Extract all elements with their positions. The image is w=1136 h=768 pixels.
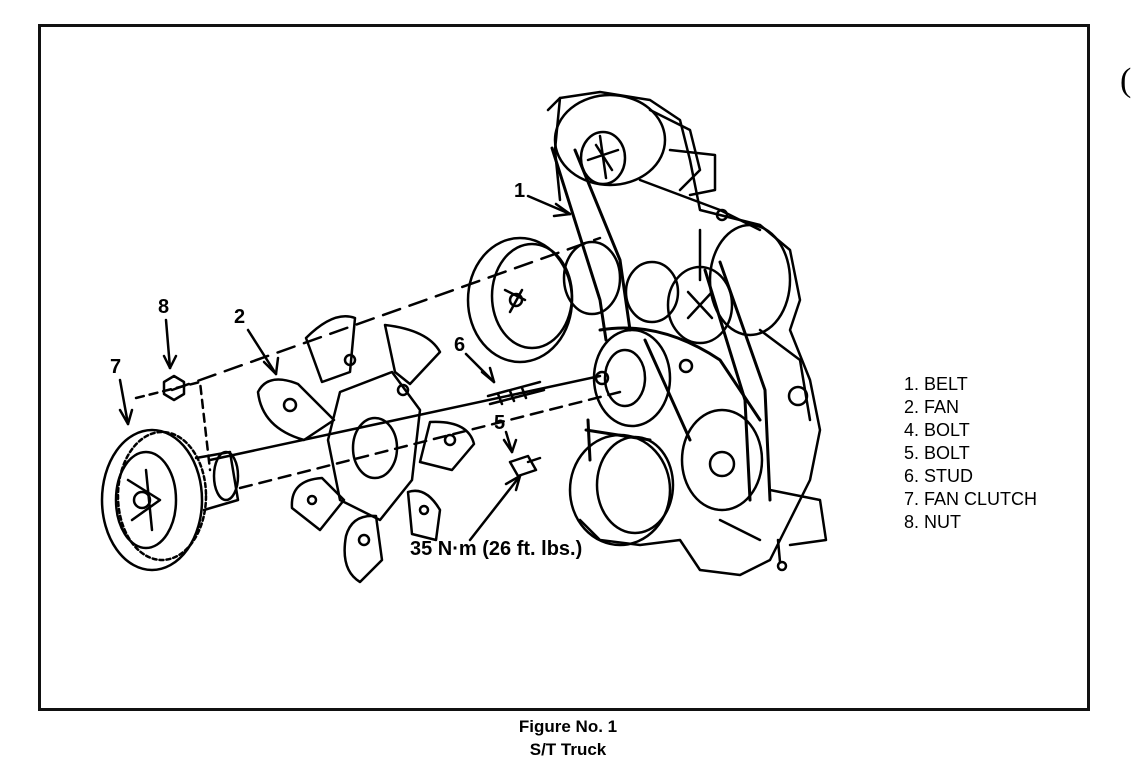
fan-clutch (100, 428, 240, 572)
bolt-part (508, 454, 542, 478)
fan-assembly (256, 315, 476, 584)
legend-item: 5. BOLT (904, 443, 970, 463)
callout-6-stud: 6 (454, 334, 466, 356)
leader-arrows (118, 194, 572, 542)
torque-spec-label: 35 N·m (26 ft. lbs.) (410, 538, 583, 560)
stud-part (486, 380, 546, 406)
lower-right-pulley (680, 408, 764, 512)
crankshaft-pulley (568, 433, 675, 547)
drive-belts (550, 146, 772, 502)
legend-item: 2. FAN (904, 397, 960, 417)
legend-item: 8. NUT (904, 512, 962, 532)
shaft-centerline (170, 236, 622, 490)
legend-item: 6. STUD (904, 466, 974, 486)
callout-7-fan-clutch: 7 (110, 356, 122, 378)
figure-frame (38, 24, 1090, 711)
page-edge-mark: ( (1120, 62, 1132, 99)
legend-item: 7. FAN CLUTCH (904, 489, 1038, 509)
nut-part (134, 374, 212, 472)
parts-legend: 1. BELT 2. FAN 4. BOLT 5. BOLT 6. STUD 7… (904, 373, 1037, 534)
callout-1-belt: 1 (514, 180, 526, 202)
legend-item: 4. BOLT (904, 420, 970, 440)
engine-block (546, 90, 828, 577)
water-pump-pulley (592, 328, 672, 428)
figure-caption-subtitle: S/T Truck (529, 740, 607, 759)
alternator (553, 93, 717, 197)
legend-item: 1. BELT (904, 374, 968, 394)
power-steering-pulley (466, 236, 574, 364)
figure-caption-title: Figure No. 1 (518, 717, 618, 736)
callout-5-bolt: 5 (494, 412, 506, 434)
callout-2-fan: 2 (234, 306, 246, 328)
callout-8-nut: 8 (158, 296, 170, 318)
upper-pulleys (562, 223, 792, 345)
